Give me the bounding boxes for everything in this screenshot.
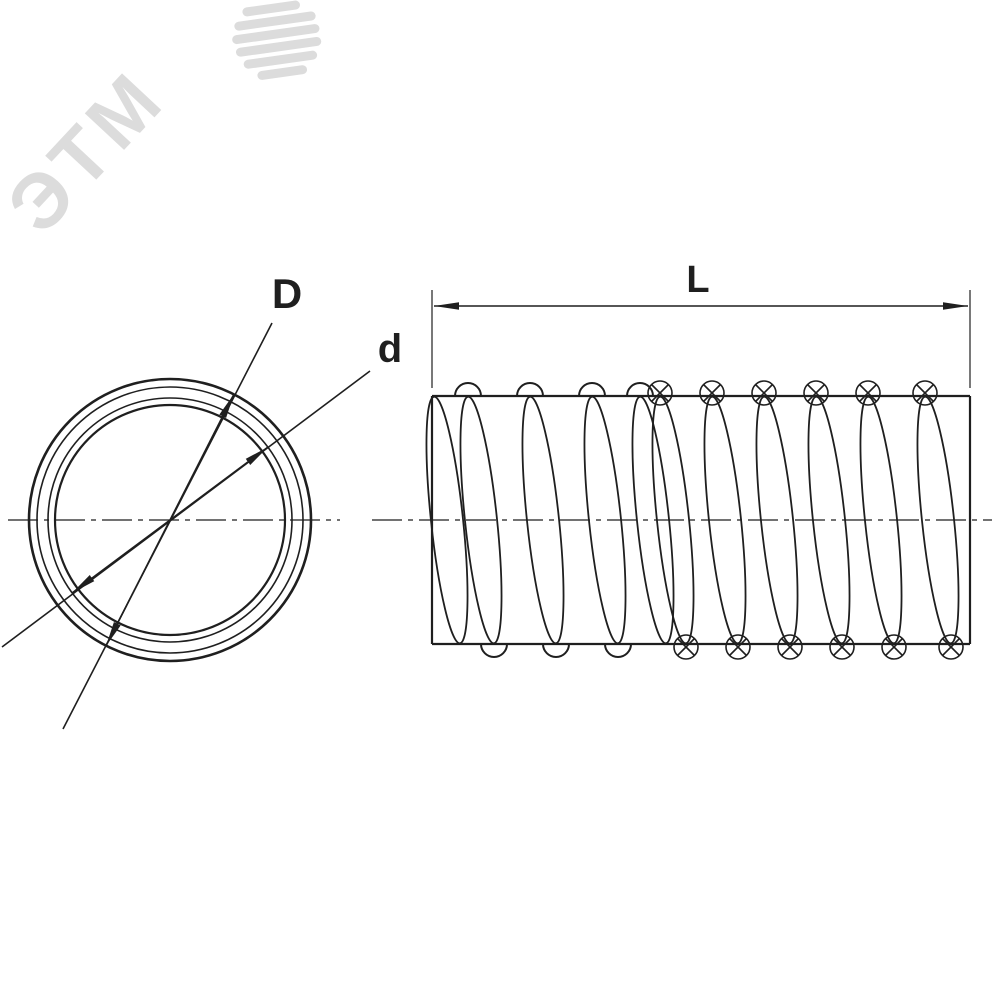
watermark-logo-stripe (257, 65, 308, 80)
wire-section-icon (699, 380, 725, 406)
cross-section-view: D d (1, 270, 402, 730)
corrugation-ring (425, 395, 469, 645)
wire-section-icon (673, 634, 699, 660)
wire-section-icon (829, 634, 855, 660)
top-corrugation-bumps (454, 382, 654, 397)
wire-section-icon (938, 634, 964, 660)
outer-diameter-label: D (272, 270, 302, 317)
side-view: L (372, 259, 992, 660)
inner-bore-inner-circle (53, 403, 287, 637)
wire-section-icon (751, 380, 777, 406)
corrugation-ring (755, 395, 799, 645)
outer-diameter-arrow-lower (105, 519, 171, 647)
corrugation-ring (459, 395, 503, 645)
corrugation-ring (859, 395, 903, 645)
wire-section-icon (777, 634, 803, 660)
wire-section-icon (881, 634, 907, 660)
wire-section-icon (647, 380, 673, 406)
wire-section-icon (803, 380, 829, 406)
corrugation-ring (703, 395, 747, 645)
watermark-logo-stripe (243, 50, 318, 69)
watermark: ЭТМ (0, 0, 322, 250)
watermark-logo-stripe (242, 0, 300, 17)
watermark-text: ЭТМ (0, 53, 181, 249)
corrugation-ring (651, 395, 695, 645)
corrugation-ring (521, 395, 565, 645)
corrugation-ring (583, 395, 627, 645)
inner-diameter-arrow-lower (71, 519, 171, 594)
length-label: L (686, 259, 709, 301)
inner-diameter-arrow-upper (169, 446, 269, 521)
inner-diameter-label: d (378, 327, 402, 371)
inner-bore-outer-circle (47, 397, 293, 643)
watermark-logo-stripe (235, 36, 322, 57)
bottom-wire-sections (673, 634, 964, 660)
corrugation-ring (631, 395, 675, 645)
watermark-logo-stripe (232, 24, 320, 45)
top-wire-sections (647, 380, 938, 406)
outer-diameter-arrow-upper (169, 393, 235, 521)
wire-section-icon (855, 380, 881, 406)
wire-section-icon (912, 380, 938, 406)
outer-wall-inner-circle (36, 386, 304, 654)
watermark-logo (232, 0, 322, 80)
outer-wall-outer-circle (27, 377, 313, 663)
bottom-corrugation-bumps (480, 643, 632, 658)
corrugation-ring (916, 395, 960, 645)
corrugation-ring (807, 395, 851, 645)
corrugation-rings (425, 395, 960, 645)
watermark-logo-stripe (234, 11, 316, 31)
wire-section-icon (725, 634, 751, 660)
